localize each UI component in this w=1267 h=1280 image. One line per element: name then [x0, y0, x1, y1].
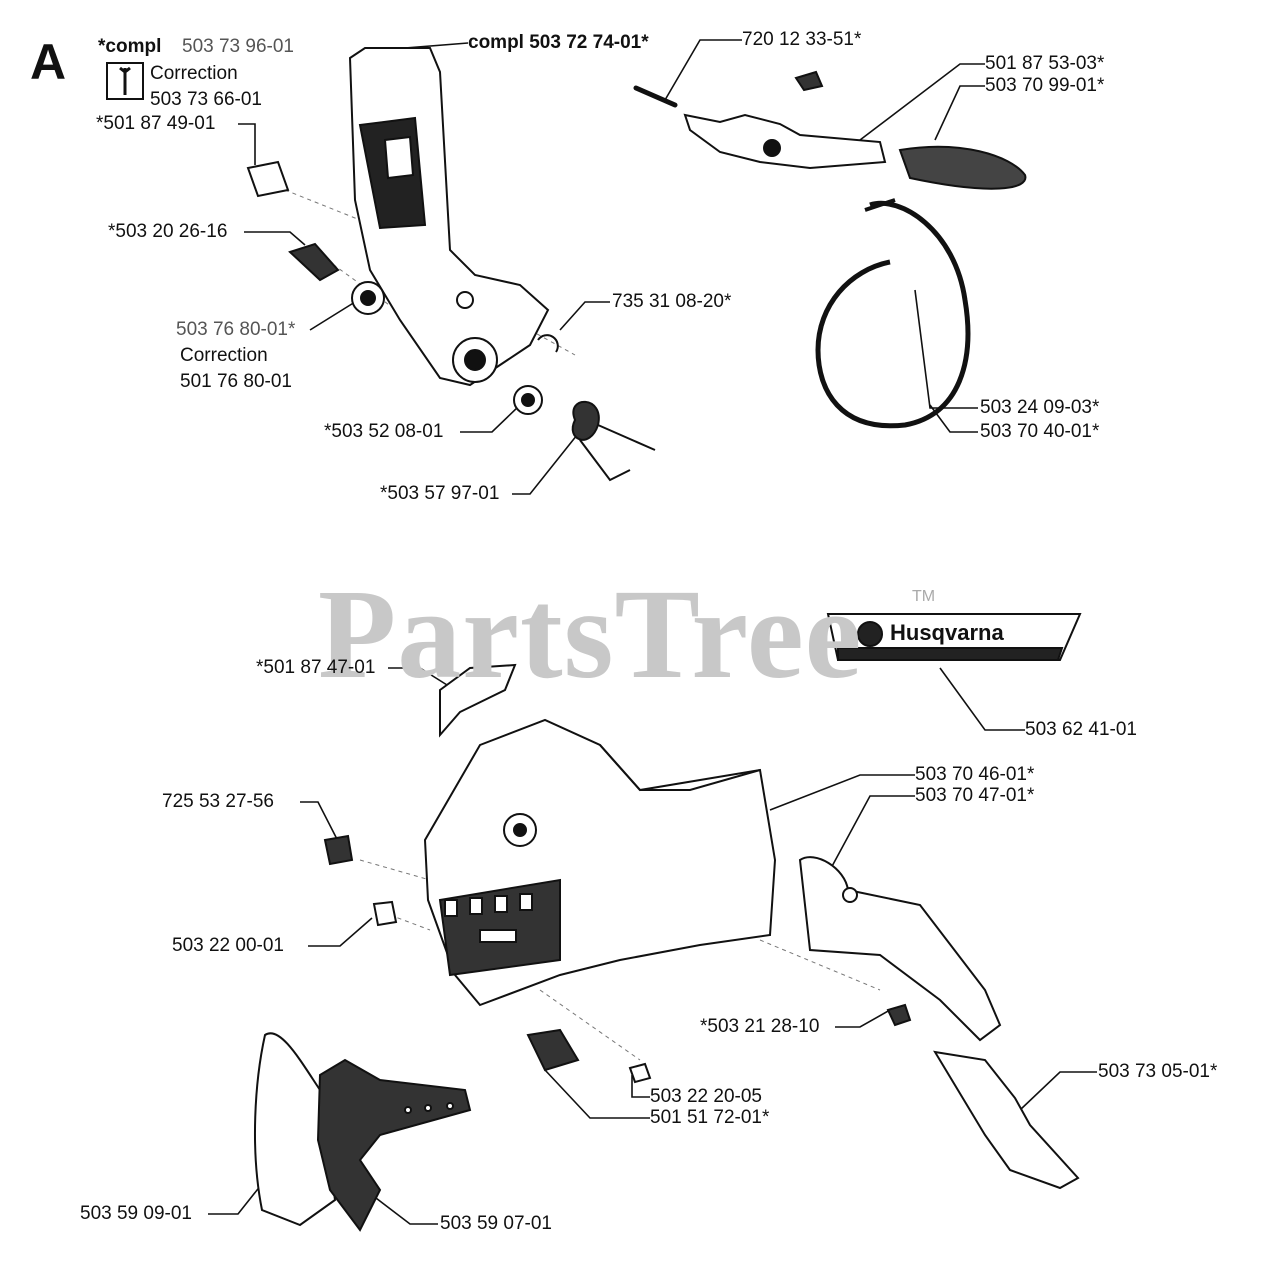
part-label[interactable]: 503 70 99-01* — [985, 75, 1105, 96]
part-label[interactable]: compl 503 72 74-01* — [468, 32, 649, 53]
part-label[interactable]: 501 51 72-01* — [650, 1107, 770, 1128]
part-label[interactable]: 503 22 20-05 — [650, 1086, 762, 1107]
part-label[interactable]: 503 24 09-03* — [980, 397, 1100, 418]
correction-number[interactable]: 503 73 66-01 — [150, 89, 262, 110]
lower-parts — [253, 613, 1082, 1232]
part-label[interactable]: 503 76 80-01* — [176, 319, 296, 340]
husqvarna-logo-text: Husqvarna — [890, 620, 1004, 645]
part-label[interactable]: *503 57 97-01 — [380, 483, 500, 504]
part-label[interactable]: 725 53 27-56 — [162, 791, 274, 812]
part-label[interactable]: 503 22 00-01 — [172, 935, 284, 956]
part-label[interactable]: 503 73 05-01* — [1098, 1061, 1218, 1082]
part-label[interactable]: 503 59 07-01 — [440, 1213, 552, 1234]
part-label[interactable]: *501 87 49-01 — [96, 113, 216, 134]
correction-label: Correction — [180, 345, 268, 366]
part-label[interactable]: 735 31 08-20* — [612, 291, 732, 312]
part-label[interactable]: *501 87 47-01 — [256, 657, 376, 678]
wrench-icon-box — [106, 62, 144, 100]
compl-prefix[interactable]: *compl — [98, 36, 162, 57]
wrench-icon — [119, 66, 131, 95]
part-label[interactable]: 503 70 46-01* — [915, 764, 1035, 785]
part-label[interactable]: 503 70 40-01* — [980, 421, 1100, 442]
compl-number[interactable]: 503 73 96-01 — [182, 36, 294, 57]
part-label[interactable]: 501 87 53-03* — [985, 53, 1105, 74]
section-letter: A — [30, 34, 67, 90]
watermark: PartsTree — [318, 563, 863, 705]
part-label[interactable]: *503 52 08-01 — [324, 421, 444, 442]
trademark-symbol: TM — [912, 588, 936, 605]
part-label[interactable]: 501 76 80-01 — [180, 371, 292, 392]
correction-label: Correction — [150, 63, 238, 84]
part-label[interactable]: *503 21 28-10 — [700, 1016, 820, 1037]
leader-lines — [208, 39, 1097, 1225]
part-label[interactable]: 720 12 33-51* — [742, 29, 862, 50]
part-label[interactable]: 503 59 09-01 — [80, 1203, 192, 1224]
part-label[interactable]: *503 20 26-16 — [108, 221, 228, 242]
part-label[interactable]: 503 70 47-01* — [915, 785, 1035, 806]
upper-parts — [246, 47, 1027, 482]
part-label[interactable]: 503 62 41-01 — [1025, 719, 1137, 740]
